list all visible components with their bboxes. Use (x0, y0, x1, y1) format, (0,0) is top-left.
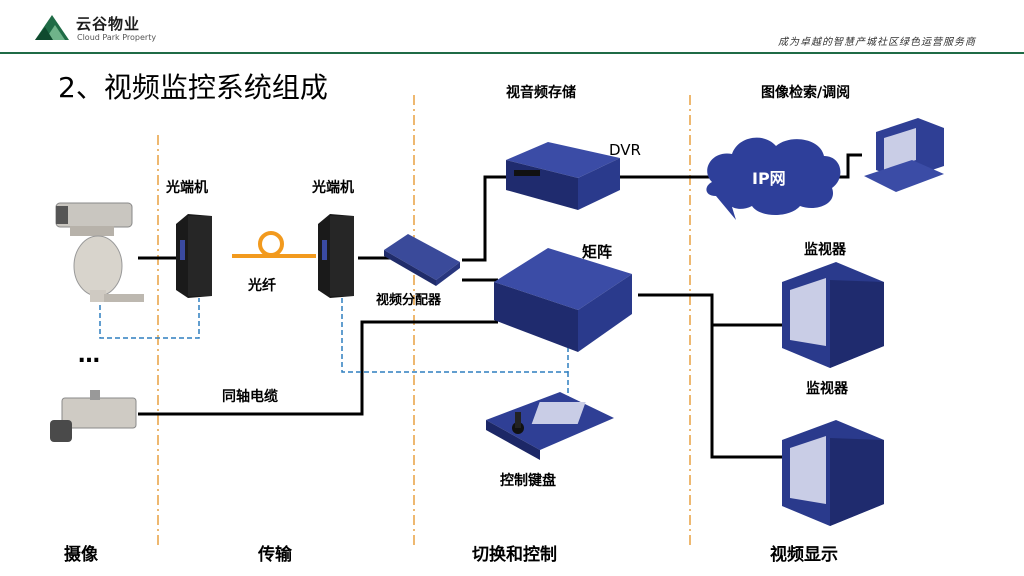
control-keyboard-icon (486, 392, 614, 460)
label-monitor-1: 监视器 (804, 242, 846, 258)
optical-terminal-icon-1 (176, 214, 212, 298)
section-capture: 摄像 (64, 545, 98, 565)
label-ip-net: IP网 (752, 169, 786, 188)
ip-network-cloud-icon (706, 137, 841, 220)
cable-lines (138, 153, 862, 459)
section-display: 视频显示 (770, 545, 838, 565)
label-optical-terminal-1: 光端机 (166, 180, 208, 196)
label-retrieval: 图像检索/调阅 (761, 85, 851, 101)
label-storage: 视音频存储 (506, 85, 576, 101)
label-video-distributor: 视频分配器 (376, 293, 442, 308)
logo-subtitle: Cloud Park Property (77, 33, 157, 42)
label-ellipsis: … (78, 343, 100, 368)
label-monitor-2: 监视器 (806, 381, 848, 397)
monitor-icon-2 (782, 420, 884, 526)
box-camera-icon (50, 390, 137, 442)
logo-text: 云谷物业 (76, 15, 141, 33)
workstation-icon (864, 118, 944, 192)
label-coax-cable: 同轴电缆 (222, 389, 278, 405)
video-distributor-icon (384, 234, 460, 286)
fiber-icon (232, 231, 316, 258)
optical-terminal-icon-2 (318, 214, 354, 298)
ptz-camera-icon (55, 202, 144, 302)
label-dvr: DVR (609, 141, 641, 159)
matrix-icon (494, 248, 632, 352)
section-switch-control: 切换和控制 (472, 545, 557, 565)
control-lines (99, 298, 569, 398)
label-matrix: 矩阵 (582, 243, 613, 261)
section-transmission: 传输 (258, 545, 292, 565)
logo-icon (33, 13, 71, 45)
label-control-keyboard: 控制键盘 (500, 473, 556, 489)
header-divider (0, 52, 1024, 54)
slogan: 成为卓越的智慧产城社区绿色运营服务商 (778, 37, 976, 48)
label-optical-terminal-2: 光端机 (312, 180, 354, 196)
label-fiber: 光纤 (248, 278, 276, 294)
section-dividers (157, 95, 691, 545)
dvr-icon (506, 142, 620, 210)
monitor-icon-1 (782, 262, 884, 368)
page-title: 2、视频监控系统组成 (58, 71, 328, 104)
